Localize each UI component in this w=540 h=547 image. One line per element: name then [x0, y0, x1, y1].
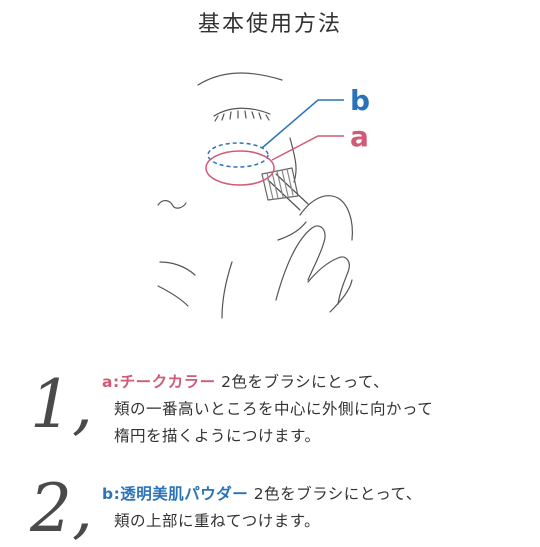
brush-ferrule	[261, 167, 299, 201]
leader-line-a	[271, 135, 344, 161]
step-line: 頬の一番高いところを中心に外側に向かって	[114, 400, 434, 418]
hand	[275, 225, 350, 305]
brush-handle	[267, 179, 301, 211]
label-b: b	[350, 84, 370, 117]
step-line: a:チークカラー 2色をブラシにとって、	[102, 370, 389, 392]
eye	[213, 107, 271, 117]
step-line: 頬の上部に重ねてつけます。	[114, 512, 321, 530]
step-number: 1,	[30, 366, 93, 443]
page-title: 基本使用方法	[197, 12, 342, 37]
step-line: b:透明美肌パウダー 2色をブラシにとって、	[102, 482, 422, 504]
step-text: 2色をブラシにとって、	[253, 485, 422, 503]
step-line: 楕円を描くようにつけます。	[114, 427, 321, 445]
zone-b-ellipse	[207, 142, 269, 168]
leader-line-b	[261, 99, 344, 149]
nose	[157, 200, 187, 209]
label-a: a	[350, 120, 369, 153]
jaw-line	[221, 261, 233, 319]
zone-a-ellipse	[205, 150, 275, 186]
step-keyword: b:透明美肌パウダー	[102, 485, 249, 503]
eyebrow	[197, 72, 283, 86]
step-text: 2色をブラシにとって、	[221, 373, 390, 391]
step-number: 2,	[30, 470, 93, 547]
step-keyword: a:チークカラー	[102, 373, 216, 391]
